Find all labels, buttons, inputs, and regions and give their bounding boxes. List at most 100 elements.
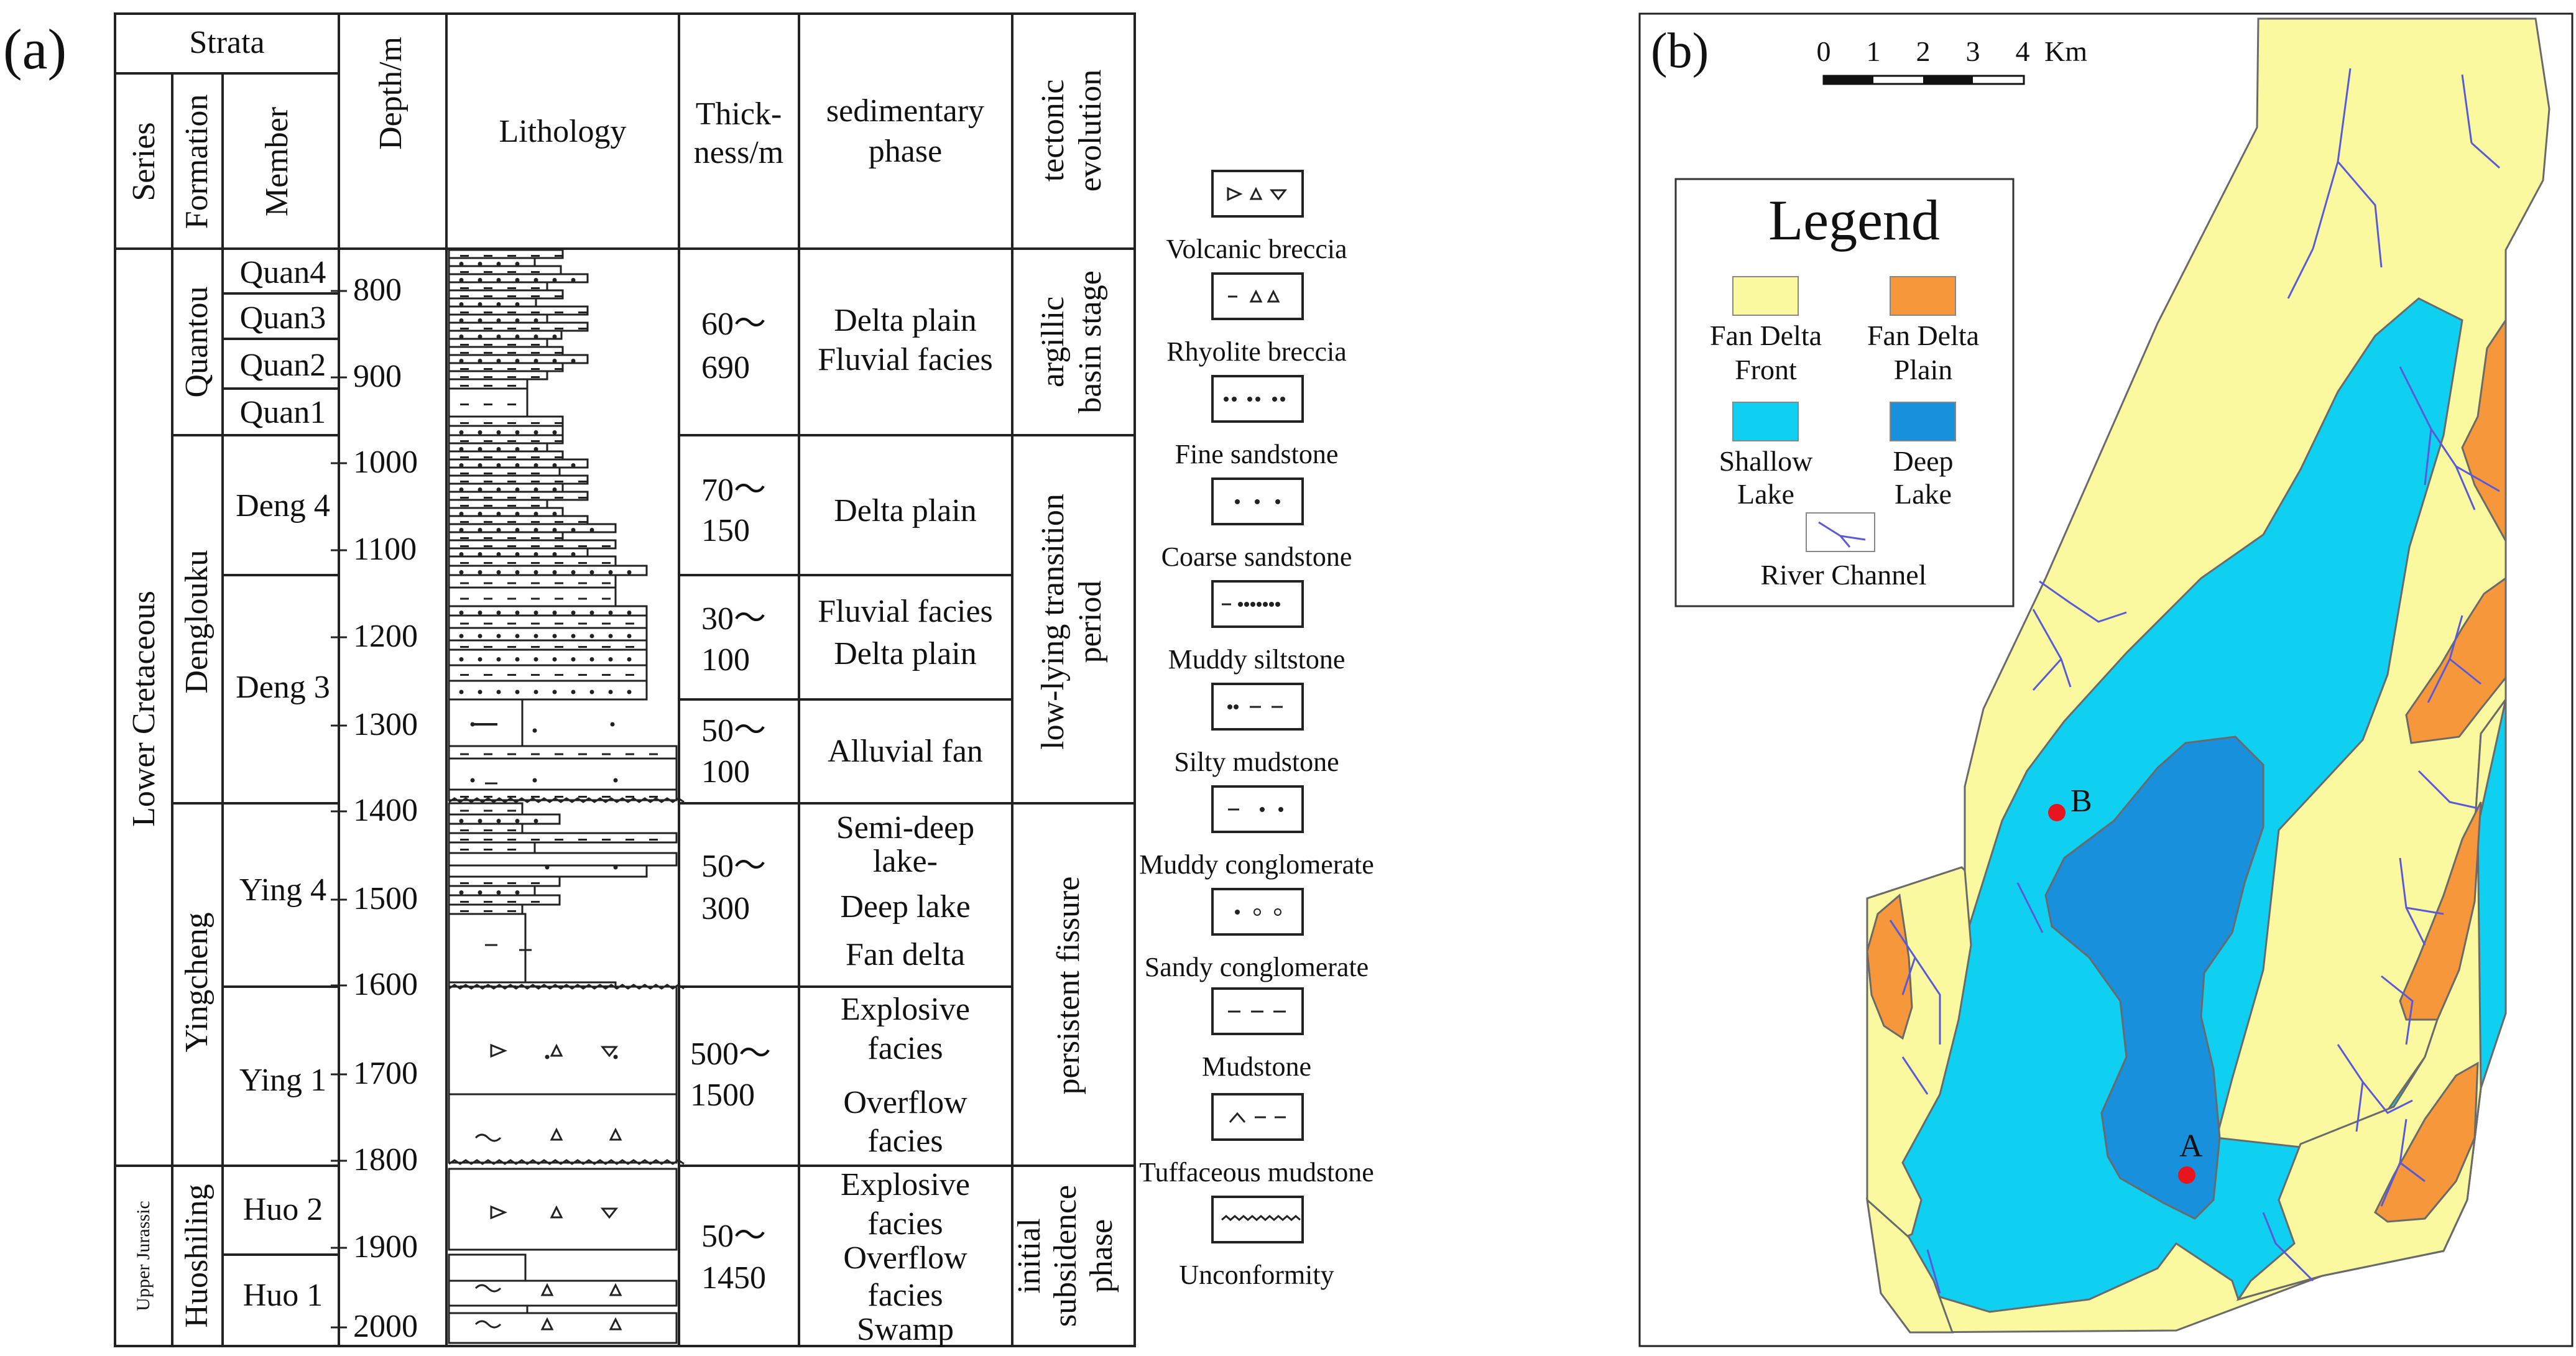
thickness-value: 50～	[701, 1219, 766, 1254]
thickness-value: 60～	[701, 307, 766, 342]
lithology-legend-label: Muddy siltstone	[1168, 644, 1346, 675]
member-deng4: Deng 4	[236, 488, 330, 523]
legend-swatch-fan-delta-front	[1732, 276, 1799, 316]
phase-text: Fluvial facies	[818, 342, 993, 377]
tectonic-text: persistent fissure	[1051, 877, 1086, 1095]
header-thickness-2: ness/m	[694, 135, 783, 170]
thickness-value: 30～	[701, 601, 766, 637]
legend-label: Deep	[1893, 445, 1953, 477]
thickness-value: 100	[701, 642, 750, 678]
lithology-legend-label: Coarse sandstone	[1161, 542, 1352, 572]
lithology-legend-label: Mudstone	[1202, 1051, 1311, 1082]
depth-label: 800	[353, 272, 402, 308]
thickness-value: 1500	[690, 1077, 755, 1113]
point-a-label: A	[2179, 1128, 2203, 1164]
phase-text: Alluvial fan	[828, 734, 983, 769]
header-member: Member	[259, 107, 295, 216]
tectonic-text: basin stage	[1073, 270, 1108, 413]
formation-yingcheng: Yingcheng	[179, 912, 215, 1052]
river-channels	[1889, 68, 2500, 1294]
phase-text: facies	[867, 1031, 943, 1066]
phase-text: Explosive	[841, 1167, 970, 1202]
member-quan2: Quan2	[240, 348, 326, 383]
formation-huoshiling: Huoshiling	[179, 1184, 215, 1327]
thickness-value: 500～	[690, 1036, 771, 1072]
tectonic-text: low-lying transition	[1035, 494, 1071, 750]
depth-label: 1300	[353, 707, 418, 742]
header-strata: Strata	[189, 25, 264, 60]
depth-axis	[331, 290, 347, 1329]
header-phase-1: sedimentary	[826, 93, 984, 129]
header-thickness-1: Thick-	[696, 96, 782, 132]
depth-label: 900	[353, 359, 402, 394]
thickness-value: 300	[701, 891, 750, 926]
scale-unit: Km	[2044, 35, 2087, 67]
thickness-value: 690	[701, 350, 750, 385]
phase-text: Deep lake	[840, 889, 970, 925]
phase-text: Delta plain	[834, 636, 977, 671]
legend-swatch-deep-lake	[1890, 402, 1956, 441]
legend-title: Legend	[1768, 188, 1940, 252]
lithology-legend-label: Volcanic breccia	[1166, 234, 1347, 264]
thickness-value: 50～	[701, 713, 766, 749]
header-formation: Formation	[179, 95, 215, 229]
phase-text: Fan delta	[846, 937, 965, 972]
point-a-marker	[2178, 1166, 2195, 1184]
lithology-log	[448, 249, 685, 1344]
thickness-value: 150	[701, 513, 750, 548]
tectonic-text: subsidence	[1048, 1185, 1083, 1327]
panel-b-frame	[1638, 12, 2574, 1347]
scale-bar	[1822, 75, 2025, 85]
tectonic-text: phase	[1084, 1219, 1119, 1293]
formation-denglouku: Denglouku	[179, 550, 215, 693]
header-tectonic-1: tectonic	[1035, 80, 1071, 182]
thickness-value: 50～	[701, 849, 766, 884]
thickness-value: 100	[701, 754, 750, 790]
point-b-marker	[2048, 804, 2066, 821]
legend-label: Front	[1735, 354, 1797, 385]
fan-delta-plain-area	[2374, 1061, 2479, 1223]
phase-text: Fluvial facies	[818, 594, 993, 629]
phase-text: Delta plain	[834, 493, 977, 528]
legend-label: Shallow	[1719, 445, 1814, 477]
phase-text: Overflow	[843, 1240, 967, 1276]
legend-label: River Channel	[1761, 559, 1927, 591]
legend-label: Lake	[1737, 478, 1794, 510]
header-depth: Depth/m	[373, 37, 409, 150]
phase-text: lake-	[873, 844, 938, 879]
scale-tick: 2	[1916, 35, 1931, 67]
lithology-legend-label: Unconformity	[1179, 1260, 1334, 1290]
facies-map	[1865, 17, 2551, 1334]
deep-lake-area	[2044, 736, 2264, 1220]
scale-tick: 0	[1817, 35, 1831, 67]
depth-label: 1100	[353, 532, 417, 567]
member-quan4: Quan4	[240, 255, 326, 290]
tectonic-text: argillic	[1035, 297, 1071, 387]
fan-delta-plain-area	[2399, 801, 2482, 1021]
member-ying1: Ying 1	[239, 1063, 326, 1098]
tectonic-text: initial	[1012, 1218, 1047, 1293]
phase-text: facies	[867, 1123, 943, 1159]
lithology-legend-label: Sandy conglomerate	[1145, 952, 1369, 982]
lithology-legend-label: Fine sandstone	[1175, 439, 1339, 469]
legend-label: Fan Delta	[1867, 320, 1979, 351]
panel-b-label: (b)	[1651, 24, 1709, 78]
phase-text: facies	[867, 1278, 943, 1313]
lithology-legend-label: Silty mudstone	[1174, 747, 1339, 777]
phase-text: Overflow	[843, 1085, 967, 1120]
legend-label: Fan Delta	[1710, 320, 1822, 351]
fan-delta-plain-area	[2461, 317, 2507, 545]
series-lower-cretaceous: Lower Cretaceous	[126, 591, 162, 827]
header-series: Series	[126, 122, 162, 201]
phase-text: facies	[867, 1206, 943, 1242]
member-huo1: Huo 1	[243, 1278, 323, 1313]
legend-label: Plain	[1894, 354, 1953, 385]
lithology-legend-label: Tuffaceous mudstone	[1139, 1157, 1374, 1188]
depth-label: 1200	[353, 619, 418, 654]
lithology-legend-label: Muddy conglomerate	[1139, 849, 1374, 880]
legend-swatch-fan-delta-plain	[1890, 276, 1956, 316]
scale-tick: 3	[1966, 35, 1980, 67]
phase-text: Delta plain	[834, 303, 977, 338]
depth-label: 1400	[353, 793, 418, 828]
